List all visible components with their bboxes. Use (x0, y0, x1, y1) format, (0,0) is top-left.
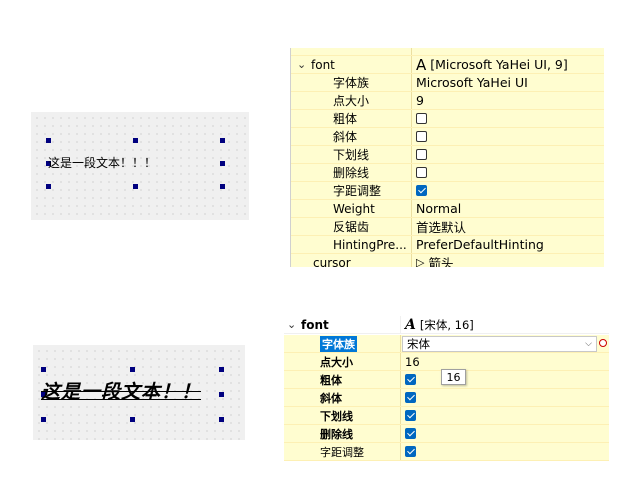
property-row-hinting[interactable]: HintingPre... PreferDefaultHinting (291, 236, 604, 254)
bold-checkbox[interactable] (405, 374, 416, 385)
property-name: 斜体 (320, 391, 342, 405)
resize-handle-top-right[interactable] (219, 367, 224, 372)
property-row-point-size[interactable]: 点大小 9 (291, 92, 604, 110)
property-name: 字距调整 (333, 184, 382, 198)
label-widget-text[interactable]: 这是一段文本！！ (41, 381, 202, 403)
underline-checkbox[interactable] (416, 149, 427, 160)
italic-checkbox[interactable] (405, 392, 416, 403)
kerning-checkbox[interactable] (416, 185, 427, 196)
property-name: 删除线 (333, 166, 370, 180)
font-A-icon: A (416, 56, 427, 73)
property-name-cursor: cursor (313, 255, 351, 268)
property-name: 删除线 (320, 427, 353, 441)
design-canvas-top[interactable]: 这是一段文本！！！ (31, 112, 249, 220)
resize-handle-bottom-right[interactable] (220, 184, 225, 189)
property-group-font[interactable]: ⌄ font A [Microsoft YaHei UI, 9] (291, 56, 604, 74)
property-name: 粗体 (320, 373, 342, 387)
chevron-down-icon[interactable]: ⌄ (297, 58, 307, 71)
property-row-underline[interactable]: 下划线 (284, 407, 609, 425)
property-value-hinting[interactable]: PreferDefaultHinting (411, 236, 604, 253)
property-group-font[interactable]: ⌄ font A [宋体, 16] (284, 316, 609, 334)
label-widget-text[interactable]: 这是一段文本！！！ (48, 156, 157, 170)
property-name-font: font (301, 317, 329, 332)
property-name: Weight (333, 201, 375, 216)
property-value-family[interactable]: Microsoft YaHei UI (411, 74, 604, 91)
property-editor-top: · ⌄ font A [Microsoft YaHei UI, 9] 字体族 M… (290, 48, 604, 267)
property-name: 字体族 (320, 335, 357, 352)
resize-handle-middle-right[interactable] (219, 392, 224, 397)
resize-handle-bottom-left[interactable] (41, 417, 46, 422)
chevron-down-icon[interactable]: ⌄ (287, 318, 297, 331)
font-A-italic-icon: A (405, 316, 416, 333)
property-row-strikeout[interactable]: 删除线 (284, 425, 609, 443)
property-name: 下划线 (320, 409, 353, 423)
font-family-combobox-value: 宋体 (407, 336, 430, 351)
italic-checkbox[interactable] (416, 131, 427, 142)
property-group-cursor[interactable]: cursor ▷ 箭头 (291, 254, 604, 267)
property-value-cursor: 箭头 (428, 256, 454, 267)
resize-handle-top-left[interactable] (46, 138, 51, 143)
property-row-kerning[interactable]: 字距调整 (284, 443, 609, 461)
reset-property-icon[interactable] (599, 339, 607, 347)
property-name-font: font (311, 57, 335, 72)
resize-handle-middle-right[interactable] (220, 161, 225, 166)
property-value-point-size[interactable]: 16 (400, 353, 609, 370)
bold-checkbox[interactable] (416, 113, 427, 124)
property-row-italic[interactable]: 斜体 (291, 128, 604, 146)
resize-handle-bottom-left[interactable] (46, 184, 51, 189)
font-family-combobox[interactable]: 宋体 ⌵ (402, 335, 597, 352)
resize-handle-top-center[interactable] (133, 138, 138, 143)
property-row-underline[interactable]: 下划线 (291, 146, 604, 164)
underline-checkbox[interactable] (405, 410, 416, 421)
resize-handle-middle-left[interactable] (46, 161, 51, 166)
resize-handle-bottom-center[interactable] (130, 417, 135, 422)
property-row-weight[interactable]: Weight Normal (291, 200, 604, 218)
resize-handle-bottom-center[interactable] (133, 184, 138, 189)
resize-handle-top-right[interactable] (220, 138, 225, 143)
design-canvas-bottom[interactable]: 这是一段文本！！ (33, 345, 245, 440)
point-size-tooltip: 16 (441, 369, 466, 385)
property-row-strikeout[interactable]: 删除线 (291, 164, 604, 182)
kerning-checkbox[interactable] (405, 446, 416, 457)
property-row-kerning[interactable]: 字距调整 (291, 182, 604, 200)
property-value-font: [宋体, 16] (419, 317, 474, 332)
property-row-antialiasing[interactable]: 反锯齿 首选默认 (291, 218, 604, 236)
resize-handle-bottom-right[interactable] (219, 417, 224, 422)
resize-handle-middle-left[interactable] (41, 392, 46, 397)
resize-handle-top-left[interactable] (41, 367, 46, 372)
property-name: 反锯齿 (333, 220, 370, 234)
property-row-bold[interactable]: 粗体 (291, 110, 604, 128)
property-row-partial-header: · (291, 48, 604, 56)
property-row-family[interactable]: 字体族 Microsoft YaHei UI (291, 74, 604, 92)
arrow-cursor-icon: ▷ (416, 256, 425, 267)
strikeout-checkbox[interactable] (405, 428, 416, 439)
property-name: 点大小 (333, 94, 370, 108)
resize-handle-top-center[interactable] (130, 367, 135, 372)
property-name: 下划线 (333, 148, 370, 162)
property-value-antialiasing[interactable]: 首选默认 (411, 218, 604, 235)
property-value-point-size[interactable]: 9 (411, 92, 604, 109)
property-value-weight[interactable]: Normal (411, 200, 604, 217)
property-name: 粗体 (333, 112, 358, 126)
property-row-family[interactable]: 字体族 宋体 ⌵ (284, 335, 609, 353)
property-name: 字距调整 (320, 445, 364, 459)
property-name: 字体族 (333, 76, 370, 90)
property-name: HintingPre... (333, 237, 407, 252)
property-editor-bottom: ⌄ font A [宋体, 16] 字体族 宋体 ⌵ 点大小 16 粗体 斜体 … (284, 316, 609, 464)
chevron-down-icon[interactable]: ⌵ (585, 338, 592, 349)
property-value-font: [Microsoft YaHei UI, 9] (430, 57, 568, 72)
property-row-italic[interactable]: 斜体 (284, 389, 609, 407)
property-name: 斜体 (333, 130, 358, 144)
property-name: 点大小 (320, 355, 353, 369)
strikeout-checkbox[interactable] (416, 167, 427, 178)
